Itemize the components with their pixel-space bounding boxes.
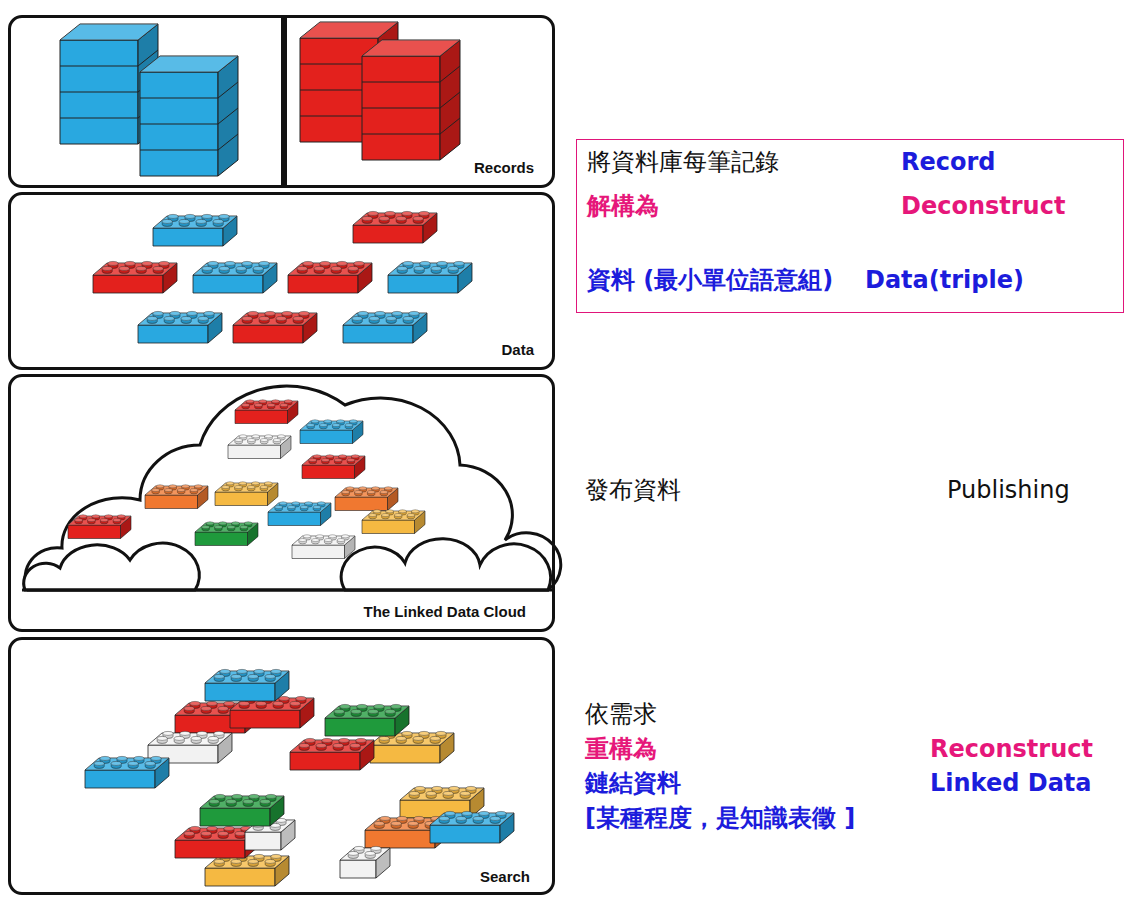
side-note: Linked Data: [930, 769, 1092, 798]
box-text: Deconstruct: [901, 192, 1065, 221]
data-panel: Data: [8, 192, 555, 370]
lego-brick: [362, 510, 425, 534]
lego-brick: [288, 261, 372, 293]
box-text: Records: [474, 159, 534, 177]
lego-brick: [235, 400, 298, 424]
lego-brick: [268, 502, 331, 526]
box-text: Record: [901, 148, 996, 177]
side-note: [某種程度，是知識表徵 ]: [585, 804, 855, 833]
lego-brick: [138, 311, 222, 343]
cloud-base: [22, 589, 552, 592]
lego-brick: [290, 738, 374, 770]
lego-tower: [140, 56, 238, 176]
box-text: 將資料庫每筆記錄: [587, 148, 779, 177]
small-cloud: [341, 539, 550, 590]
lego-brick: [300, 420, 363, 444]
lego-brick: [93, 261, 177, 293]
box-text: Data: [501, 341, 534, 359]
records-panel: Records: [8, 15, 555, 188]
lego-brick: [388, 261, 472, 293]
lego-brick: [233, 311, 317, 343]
box-text: The Linked Data Cloud: [363, 603, 526, 621]
lego-brick: [340, 846, 390, 878]
box-text: 解構為: [587, 192, 659, 221]
side-note: 鏈結資料: [585, 769, 681, 798]
side-note: 發布資料: [585, 476, 681, 505]
cloud-panel: The Linked Data Cloud: [8, 374, 555, 632]
lego-brick: [205, 854, 289, 886]
lego-brick: [292, 535, 355, 559]
side-note: Reconstruct: [930, 735, 1093, 764]
side-note: Publishing: [947, 476, 1070, 505]
lego-brick: [335, 487, 398, 511]
lego-brick: [343, 311, 427, 343]
lego-brick: [68, 515, 131, 539]
lego-brick: [85, 756, 169, 788]
lego-brick: [205, 669, 289, 701]
lego-tower: [362, 40, 460, 160]
lego-brick: [215, 482, 278, 506]
side-note: 依需求: [585, 700, 657, 729]
lego-brick: [430, 811, 514, 843]
box-text: 資料 (最小單位語意組): [587, 266, 833, 295]
lego-brick: [153, 214, 237, 246]
box-text: Data(triple): [865, 266, 1024, 295]
lego-brick: [193, 261, 277, 293]
small-cloud: [24, 543, 200, 590]
box-text: Search: [480, 868, 530, 886]
panel-divider: [281, 15, 287, 188]
deconstruct-box: 將資料庫每筆記錄 Record 解構為 Deconstruct 資料 (最小單位語意組)…: [576, 139, 1124, 313]
lego-brick: [228, 435, 291, 459]
lego-brick: [325, 704, 409, 736]
side-note: 重構為: [585, 735, 657, 764]
search-panel: Search: [8, 637, 555, 895]
lego-brick: [195, 522, 258, 546]
lego-brick: [353, 211, 437, 243]
lego-brick: [145, 485, 208, 509]
lego-brick: [200, 794, 284, 826]
lego-brick: [302, 455, 365, 479]
